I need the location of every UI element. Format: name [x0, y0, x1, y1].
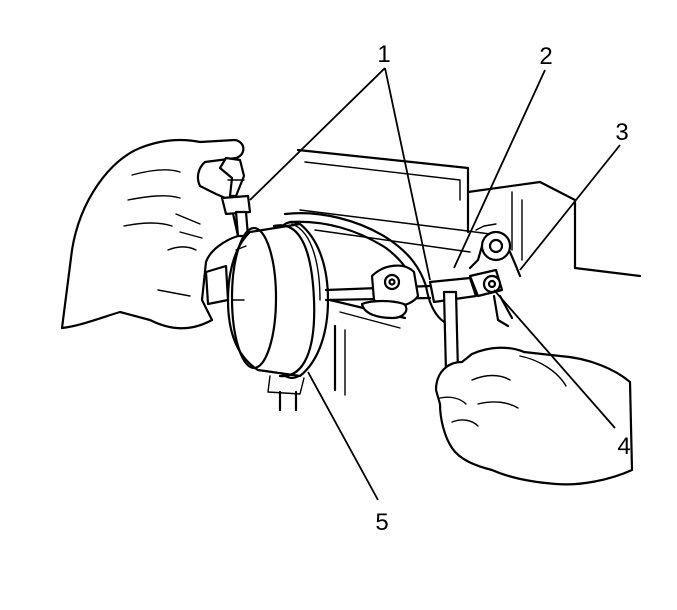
actuator-rod: [324, 264, 432, 320]
right-hand: [434, 346, 634, 486]
cable-retainer: [428, 223, 522, 374]
left-hand: [60, 138, 245, 330]
callout-4: 4: [617, 433, 630, 460]
callout-2: 2: [539, 43, 552, 70]
leader-lines: [249, 67, 621, 501]
callout-5: 5: [375, 509, 388, 536]
hose-connector: [218, 156, 252, 238]
callout-1: 1: [377, 41, 390, 68]
callout-3: 3: [615, 119, 628, 146]
vacuum-actuator: [204, 220, 330, 412]
